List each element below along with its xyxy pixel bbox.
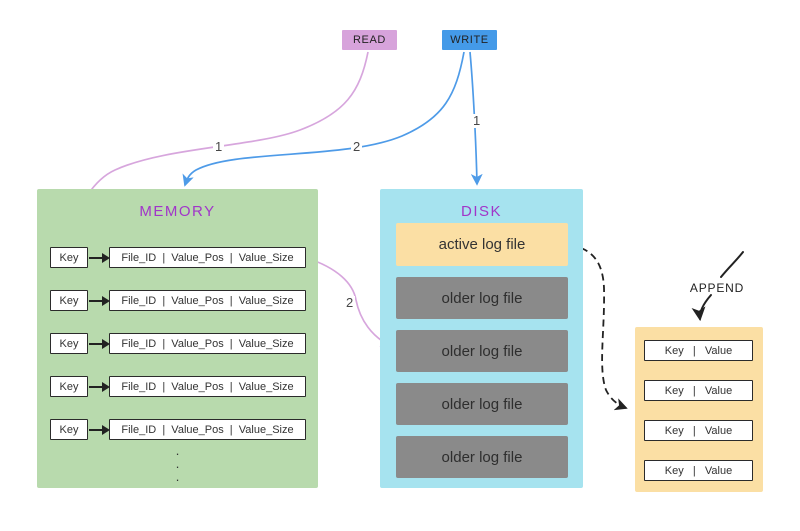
write-to-memory-arrow — [182, 51, 465, 187]
entry-box: File_ID | Value_Pos | Value_Size — [109, 376, 306, 397]
older-log-file-box: older log file — [396, 383, 568, 425]
read-box: READ — [342, 30, 397, 50]
entry-box: File_ID | Value_Pos | Value_Size — [109, 290, 306, 311]
entry-box: File_ID | Value_Pos | Value_Size — [109, 247, 306, 268]
write-box: WRITE — [442, 30, 497, 50]
append-label: APPEND — [689, 281, 745, 295]
memory-title: MEMORY — [139, 203, 216, 220]
lookup-step-2-label: 2 — [344, 295, 356, 310]
entry-box: File_ID | Value_Pos | Value_Size — [109, 333, 306, 354]
key-box: Key — [50, 247, 88, 268]
active-log-file-box: active log file — [396, 223, 568, 266]
memory-row: Key File_ID | Value_Pos | Value_Size — [37, 247, 318, 268]
write-step-1-label: 1 — [471, 113, 483, 128]
key-box: Key — [50, 290, 88, 311]
older-log-file-box: older log file — [396, 277, 568, 319]
memory-row: Key File_ID | Value_Pos | Value_Size — [37, 290, 318, 311]
key-value-box: Key | Value — [644, 340, 753, 361]
key-to-entry-arrow — [89, 338, 110, 349]
ellipsis-dot: · — [175, 459, 180, 474]
write-step-2-label: 2 — [351, 139, 363, 154]
memory-panel: MEMORY Key File_ID | Value_Pos | Value_S… — [37, 189, 318, 488]
older-log-file-box: older log file — [396, 330, 568, 372]
read-step-1-label: 1 — [213, 139, 225, 154]
disk-panel: DISK active log file older log file olde… — [380, 189, 583, 488]
key-box: Key — [50, 333, 88, 354]
older-log-file-box: older log file — [396, 436, 568, 478]
append-log-panel: Key | Value Key | Value Key | Value Key … — [635, 327, 763, 492]
entry-box: File_ID | Value_Pos | Value_Size — [109, 419, 306, 440]
key-box: Key — [50, 376, 88, 397]
memory-ellipsis: · · · — [37, 447, 318, 486]
key-to-entry-arrow — [89, 295, 110, 306]
key-to-entry-arrow — [89, 424, 110, 435]
key-to-entry-arrow — [89, 381, 110, 392]
key-box: Key — [50, 419, 88, 440]
disk-title: DISK — [460, 203, 502, 220]
memory-row: Key File_ID | Value_Pos | Value_Size — [37, 419, 318, 440]
ellipsis-dot: · — [175, 472, 180, 487]
append-annotation-tail — [720, 251, 744, 278]
key-to-entry-arrow — [89, 252, 110, 263]
ellipsis-dot: · — [175, 446, 180, 461]
memory-row: Key File_ID | Value_Pos | Value_Size — [37, 333, 318, 354]
memory-row: Key File_ID | Value_Pos | Value_Size — [37, 376, 318, 397]
append-annotation-arrow — [691, 294, 712, 322]
key-value-box: Key | Value — [644, 460, 753, 481]
key-value-box: Key | Value — [644, 420, 753, 441]
key-value-box: Key | Value — [644, 380, 753, 401]
